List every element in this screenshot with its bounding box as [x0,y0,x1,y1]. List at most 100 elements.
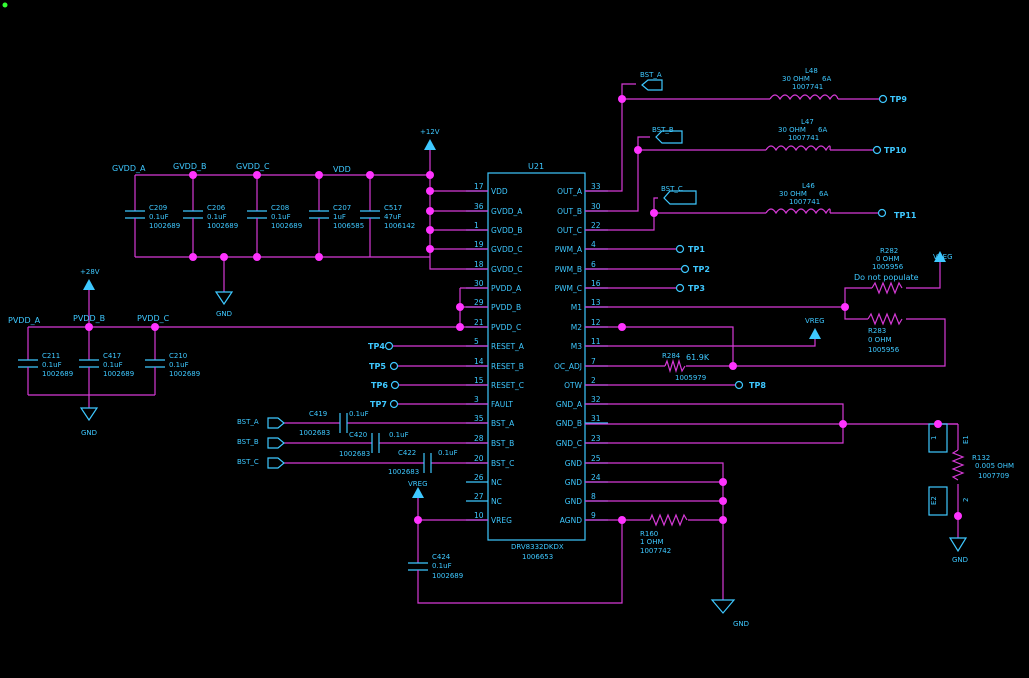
inductor-ref: L47 [801,118,814,126]
ic-pin-name: GND [565,497,582,506]
ic-pin-number: 30 [474,279,484,288]
ic-pin-number: 17 [474,182,484,191]
ic-pin-number: 1 [474,221,479,230]
net-gvdd-a: GVDD_A [112,164,146,173]
r160-code: 1007742 [640,547,671,555]
tp3-label: TP3 [688,284,705,293]
ic-pin-number: 12 [591,318,601,327]
net-vreg: VREG [408,480,428,488]
gnd-label: GND [733,620,749,628]
cap-ref: C417 [103,352,121,360]
ic-pin-name: PWM_A [555,245,583,254]
tp7-label: TP7 [370,400,387,409]
c424-code: 1002689 [432,572,463,580]
r132-pin1: 1 [930,436,938,440]
r132-e2: E2 [930,496,938,505]
c424-val: 0.1uF [432,562,452,570]
tp10-label: TP10 [884,146,907,155]
cap-ref: C208 [271,204,289,212]
ic-part: DRV8332DKDX [511,543,564,551]
ic-pin-number: 13 [591,298,601,307]
ic-pin-number: 30 [591,202,601,211]
ic-pin-name: BST_A [491,419,515,428]
r160-val: 1 OHM [640,538,664,546]
r282-note: Do not populate [854,273,919,282]
cap-ref: C207 [333,204,351,212]
inductor-ref: L46 [802,182,815,190]
ic-pin-name: PVDD_B [491,303,521,312]
net-bst-c-out: BST_C [661,185,683,193]
ic-pin-number: 8 [591,492,596,501]
cap-code: 1002689 [169,370,200,378]
ic-pin-name: OC_ADJ [554,362,582,371]
inductor-code: 1007741 [792,83,823,91]
ic-pin-name: FAULT [491,400,513,409]
ic-pin-number: 4 [591,240,596,249]
r132-e1: E1 [962,435,970,444]
cap-val: 0.1uF [103,361,123,369]
ic-pin-number: 20 [474,454,484,463]
ic-pin-name: VDD [491,187,508,196]
origin-marker [2,2,8,8]
cap-code: 1006142 [384,222,415,230]
net-bst-a-in: BST_A [237,418,259,426]
r283-code: 1005956 [868,346,900,354]
net-28v: +28V [80,268,100,276]
ic-pin-name: PWM_B [555,265,582,274]
tp4-label: TP4 [368,342,385,351]
ic-pin-number: 3 [474,395,479,404]
ic-pin-name: GVDD_A [491,207,523,216]
cap-val: 47uF [384,213,401,221]
gvdd-decoupling-network: C2090.1uF1002689C2060.1uF1002689C2080.1u… [125,150,488,292]
ic-pin-name: BST_C [491,459,514,468]
ic-pin-name: GND_B [556,419,582,428]
ic-pin-number: 33 [591,182,601,191]
ic-pin-name: RESET_A [491,342,525,351]
cap-ref: C517 [384,204,402,212]
net-vdd: VDD [333,165,351,174]
ic-pin-number: 32 [591,395,601,404]
net-bst-b-in: BST_B [237,438,259,446]
net-bst-c-in: BST_C [237,458,259,466]
ic-pin-number: 31 [591,414,601,423]
power-28v-arrow-icon [83,279,95,290]
tp6-label: TP6 [371,381,388,390]
tp5-label: TP5 [369,362,386,371]
ic-pin-number: 22 [591,221,601,230]
net-gvdd-c: GVDD_C [236,162,270,171]
r160-ref: R160 [640,530,658,538]
inductor-current: 6A [819,190,828,198]
tp11-label: TP11 [894,211,917,220]
ic-pin-number: 15 [474,376,484,385]
vreg-arrow-icon [412,487,424,498]
ic-pin-number: 10 [474,511,484,520]
ic-pin-name: PVDD_C [491,323,521,332]
cap-code: 1006585 [333,222,364,230]
gnd-label: GND [81,429,97,437]
tp2-label: TP2 [693,265,710,274]
cap-val: 0.1uF [42,361,62,369]
gnd-label: GND [216,310,232,318]
ic-pin-name: NC [491,497,502,506]
cap-code: 1002689 [149,222,180,230]
pvdd-decoupling-network: C2110.1uF1002689C4170.1uF1002689C2100.1u… [18,287,488,408]
inductor-code: 1007741 [789,198,820,206]
net-pvdd-b: PVDD_B [73,314,105,323]
tp9-label: TP9 [890,95,907,104]
cap-ref: C211 [42,352,60,360]
inductor-val: 30 OHM [778,126,806,134]
cap-ref: C419 [309,410,327,418]
ic-pin-name: OUT_A [557,187,583,196]
r132-ref: R132 [972,454,990,462]
cap-ref: C420 [349,431,367,439]
ic-pin-number: 11 [591,337,601,346]
r282-val: 0 OHM [876,255,900,263]
inductor-current: 6A [822,75,831,83]
ic-pin-number: 9 [591,511,596,520]
inductor-val: 30 OHM [779,190,807,198]
ic-pin-number: 25 [591,454,601,463]
ic-pin-name: RESET_C [491,381,524,390]
vreg-arrow-icon [809,328,821,339]
cap-val: 0.1uF [438,449,458,457]
